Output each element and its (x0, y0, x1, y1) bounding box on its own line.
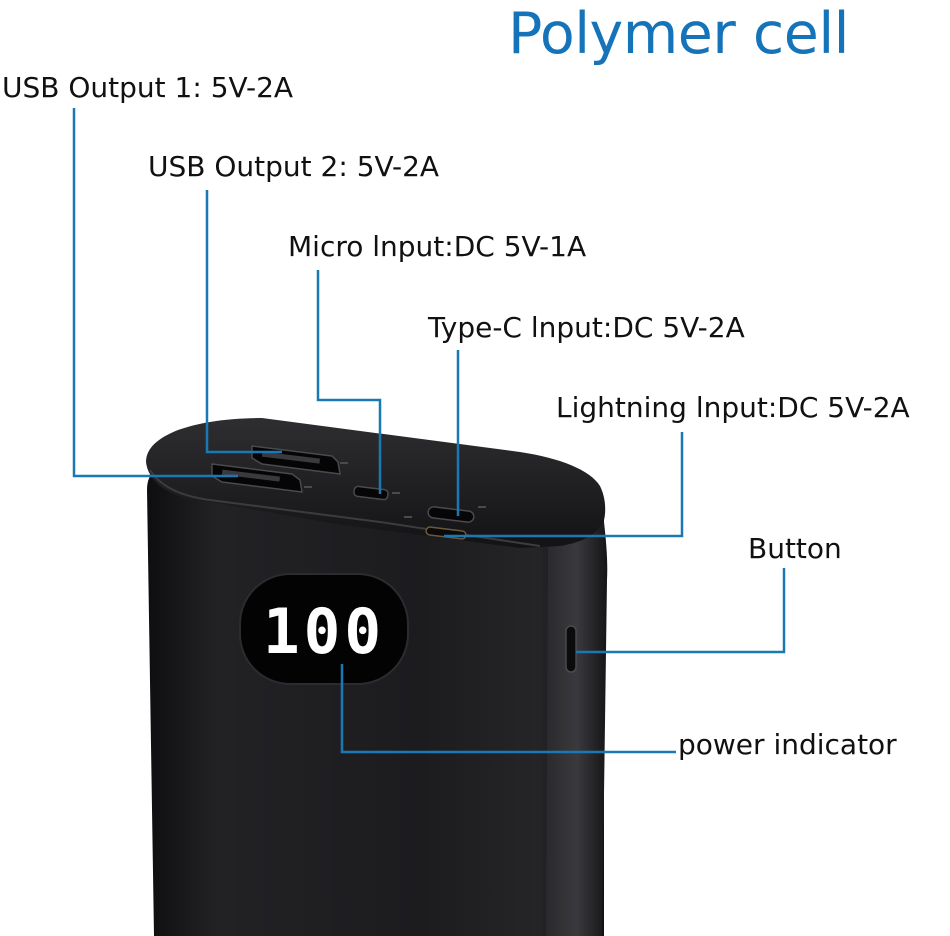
leader-button (576, 568, 786, 654)
display-reading: 100 (263, 595, 385, 668)
type-c-port (427, 506, 475, 523)
leader-lines (72, 108, 786, 754)
leader-power-indicator (340, 664, 676, 754)
leader-usb-output-1 (72, 108, 238, 478)
diagram-title: Polymer cell (508, 1, 850, 67)
label-usb-output-1: USB Output 1: 5V-2A (2, 71, 294, 104)
led-display: 100 (239, 573, 409, 685)
leader-usb-output-2 (205, 190, 282, 454)
label-power-indicator: power indicator (678, 728, 897, 761)
leader-lightning-input (444, 432, 684, 538)
leader-micro-input (316, 270, 382, 494)
label-usb-output-2: USB Output 2: 5V-2A (148, 150, 440, 183)
label-type-c-input: Type-C lnput:DC 5V-2A (428, 311, 745, 344)
side-button (565, 625, 577, 673)
label-button: Button (748, 532, 842, 565)
label-micro-input: Micro lnput:DC 5V-1A (288, 230, 587, 263)
label-lightning-input: Lightning lnput:DC 5V-2A (556, 391, 910, 424)
power-bank-body (146, 418, 608, 936)
port-marks (304, 462, 486, 518)
